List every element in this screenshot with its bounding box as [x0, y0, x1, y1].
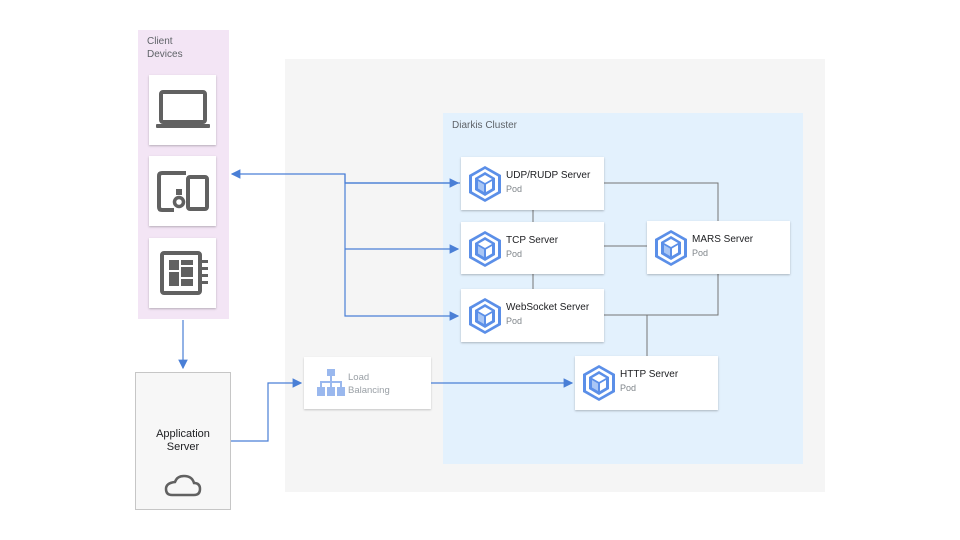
mobile-device-card[interactable] — [149, 156, 216, 226]
appserver-to-lb-arrow — [231, 378, 303, 442]
application-server-box[interactable] — [135, 372, 231, 510]
pod-hexagon-icon — [583, 365, 615, 401]
pod-hexagon-icon — [655, 230, 687, 266]
mobile-devices-icon — [156, 171, 209, 212]
pod-subtitle: Pod — [692, 248, 709, 258]
iot-device-icon — [159, 251, 208, 295]
pod-title: HTTP Server — [620, 369, 679, 380]
pod-tcp-server[interactable]: TCP Server Pod — [461, 222, 604, 274]
cluster-label: Diarkis Cluster — [452, 120, 518, 131]
ws-mars-connector — [604, 274, 719, 316]
udp-to-client-arrow — [230, 169, 460, 184]
pod-hexagon-icon — [469, 166, 501, 202]
udp-mars-connector — [604, 182, 719, 221]
load-balancing-icon — [317, 369, 345, 396]
pod-subtitle: Pod — [506, 249, 523, 259]
pod-http-server[interactable]: HTTP Server Pod — [575, 356, 718, 410]
laptop-device-card[interactable] — [149, 75, 216, 145]
cloud-icon — [164, 474, 202, 497]
pod-mars-server[interactable]: MARS Server Pod — [647, 221, 790, 274]
iot-device-card[interactable] — [149, 238, 216, 308]
pod-websocket-server[interactable]: WebSocket Server Pod — [461, 289, 604, 342]
pod-title: MARS Server — [692, 234, 754, 245]
pod-subtitle: Pod — [506, 184, 523, 194]
pod-title: WebSocket Server — [506, 302, 590, 313]
load-balancing-label: Load Balancing — [348, 372, 390, 396]
pod-title: TCP Server — [506, 235, 559, 246]
pod-title: UDP/RUDP Server — [506, 170, 591, 181]
pod-connectors — [532, 182, 719, 356]
client-to-ws-arrow — [344, 174, 460, 321]
pod-udp-rudp-server[interactable]: UDP/RUDP Server Pod — [461, 157, 604, 210]
pod-subtitle: Pod — [506, 316, 523, 326]
client-devices-label: Client Devices — [147, 36, 183, 60]
pod-hexagon-icon — [469, 298, 501, 334]
pod-subtitle: Pod — [620, 383, 637, 393]
laptop-icon — [155, 90, 210, 128]
application-server-label: Application Server — [156, 428, 210, 453]
client-arrows — [178, 169, 574, 442]
pod-hexagon-icon — [469, 231, 501, 267]
